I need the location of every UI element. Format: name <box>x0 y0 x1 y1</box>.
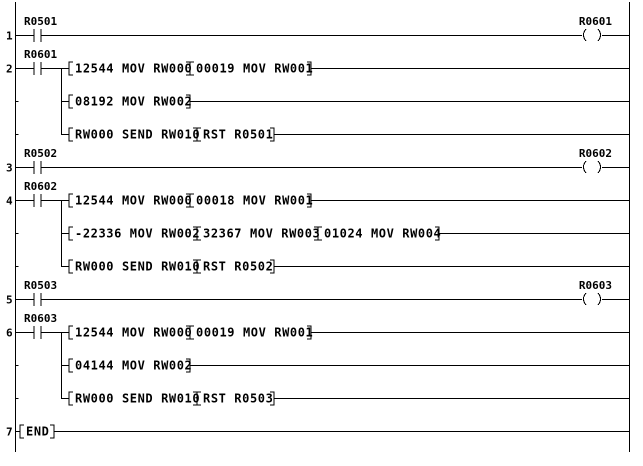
instruction-box-bracket-left <box>196 259 201 274</box>
instruction-box-bracket-left <box>196 226 201 241</box>
contact-label: R0602 <box>24 180 57 193</box>
rung-number: 3 <box>6 162 13 175</box>
coil-left <box>583 292 587 306</box>
coil-left <box>583 160 587 174</box>
instruction-box-bracket-left <box>68 325 73 340</box>
instruction-box: 00018 MOV RW001 <box>196 194 313 208</box>
instruction-box-bracket-left <box>68 358 73 373</box>
rung-number: 2 <box>6 63 13 76</box>
instruction-box-bracket-left <box>68 391 73 406</box>
instruction-box-bracket-left <box>196 391 201 406</box>
coil-label: R0602 <box>579 147 612 160</box>
instruction-box-bracket-left <box>317 226 322 241</box>
contact-label: R0601 <box>24 48 57 61</box>
instruction-box: 00019 MOV RW001 <box>196 62 313 76</box>
instruction-box-bracket-left <box>68 61 73 76</box>
end-bracket-left <box>19 424 24 439</box>
rung-number: 7 <box>6 426 13 439</box>
rung-number: 6 <box>6 327 13 340</box>
instruction-box-bracket-left <box>68 226 73 241</box>
contact-label: R0503 <box>24 279 57 292</box>
instruction-box-bracket-left <box>68 94 73 109</box>
instruction-box: 08192 MOV RW002 <box>75 95 192 109</box>
instruction-box: 01024 MOV RW004 <box>324 227 441 241</box>
instruction-box: RW000 SEND RW010 <box>75 260 200 274</box>
coil-left <box>583 28 587 42</box>
instruction-box: 00019 MOV RW001 <box>196 326 313 340</box>
coil-right <box>597 160 601 174</box>
instruction-box: -22336 MOV RW002 <box>75 227 200 241</box>
instruction-box-bracket-left <box>68 193 73 208</box>
instruction-box-bracket-left <box>189 193 194 208</box>
instruction-box: 12544 MOV RW000 <box>75 62 192 76</box>
coil-label: R0601 <box>579 15 612 28</box>
instruction-box: 12544 MOV RW000 <box>75 194 192 208</box>
rung-number: 5 <box>6 294 13 307</box>
coil-right <box>597 292 601 306</box>
contact-label: R0501 <box>24 15 57 28</box>
instruction-box: 04144 MOV RW002 <box>75 359 192 373</box>
end-bracket-right <box>50 424 55 439</box>
instruction-box: 32367 MOV RW003 <box>203 227 320 241</box>
contact-label: R0502 <box>24 147 57 160</box>
instruction-box: 12544 MOV RW000 <box>75 326 192 340</box>
instruction-box: RST R0503 <box>203 392 273 406</box>
instruction-box: RST R0502 <box>203 260 273 274</box>
rung-number: 1 <box>6 30 13 43</box>
instruction-box-bracket-left <box>196 127 201 142</box>
end-label: END <box>26 425 49 439</box>
coil-label: R0603 <box>579 279 612 292</box>
coil-right <box>597 28 601 42</box>
instruction-box: RW000 SEND RW010 <box>75 392 200 406</box>
instruction-box-bracket-left <box>189 325 194 340</box>
contact-label: R0603 <box>24 312 57 325</box>
instruction-box-bracket-left <box>68 259 73 274</box>
instruction-box-bracket-left <box>189 61 194 76</box>
instruction-box: RW000 SEND RW010 <box>75 128 200 142</box>
instruction-box-bracket-left <box>68 127 73 142</box>
instruction-box: RST R0501 <box>203 128 273 142</box>
rung-number: 4 <box>6 195 13 208</box>
